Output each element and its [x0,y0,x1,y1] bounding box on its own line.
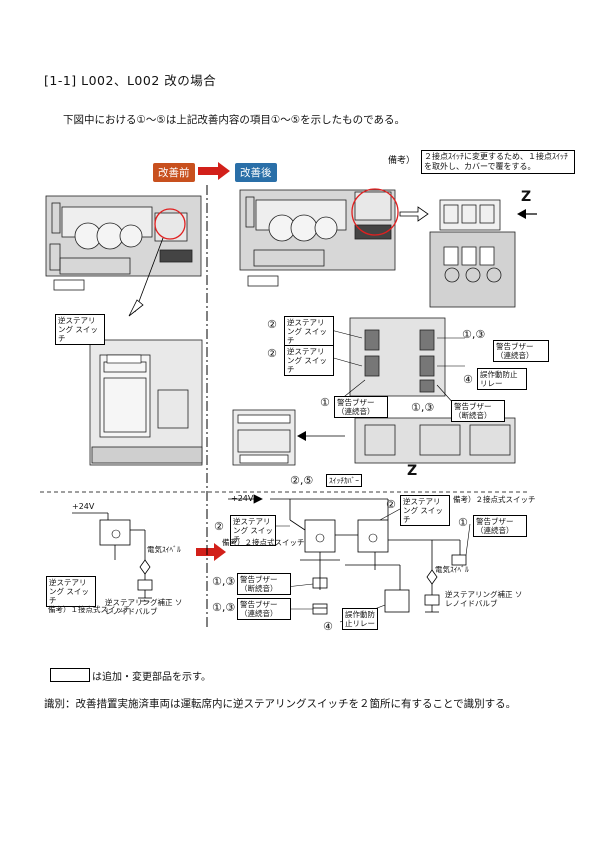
right-num-2b: ② [214,520,224,533]
relay-callout: 誤作動防止リレー [477,368,527,390]
page-title: [1-1] L002、L002 改の場合 [44,73,217,88]
right-elec-swivel-label: 電気ｽｲﾍﾞﾙ [435,565,469,574]
callout-num-2a: ② [267,318,277,331]
view-z-label: Z [521,189,532,205]
right-num-4: ④ [323,620,333,633]
callout-num-25: ②,⑤ [290,474,314,487]
right-relay-label: 誤作動防止リレー [342,608,378,630]
right-num-1: ① [458,516,468,529]
right-buzzer-cont-label: 警告ブザー（連続音） [473,515,527,537]
callout-num-4: ④ [463,373,473,386]
callout-num-13b: ①,③ [411,401,435,414]
reverse-switch-callout-b: 逆ステアリング スイッチ [284,345,334,376]
right-reverse-switch-label-2: 逆ステアリング スイッチ [230,515,276,546]
buzzer-continuous-callout: 警告ブザー（連続音） [493,340,549,362]
switch-cover-callout: ｽｲｯﾁｶﾊﾞｰ [326,474,362,487]
right-num-2a: ② [386,498,396,511]
legend-text: は追加・変更部品を示す。 [92,672,211,683]
right-v24-label: +24V [231,494,254,503]
biko-note: ２接点ｽｲｯﾁに変更するため、１接点ｽｲｯﾁを取外し、カバーで覆をする。 [421,150,575,174]
callout-num-2b: ② [267,347,277,360]
left-reverse-switch-label: 逆ステアリング スイッチ [46,576,96,607]
right-buzzer-int-label: 警告ブザー（断続音） [237,573,291,595]
callout-num-13a: ①,③ [462,328,486,341]
reverse-switch-callout-a: 逆ステアリング スイッチ [284,316,334,347]
left-biko-label: 備考）１接点式スイッチ [48,605,131,614]
right-solenoid-label: 逆ステアリング補正 ソレノイドバルブ [445,590,523,608]
right-biko2-label: 備考）２接点式スイッチ [453,495,536,504]
callout-num-1: ① [320,396,330,409]
left-v24-label: +24V [72,502,95,511]
footer-note: 識別：改善措置実施済車両は運転席内に逆ステアリングスイッチを２箇所に有することで… [44,698,517,710]
right-reverse-switch-label: 逆ステアリング スイッチ [400,495,450,526]
view-z-label-2: Z [407,463,418,479]
right-num-13b: ①,③ [212,601,236,614]
left-elec-swivel-label: 電気ｽｲﾍﾞﾙ [147,545,181,554]
right-biko-after-label: 備考）２接点式スイッチ [222,538,305,547]
reverse-switch-callout: 逆ステアリング スイッチ [55,314,105,345]
intro-text: 下図中における①～⑤は上記改善内容の項目①～⑤を示したものである。 [63,114,406,126]
buzzer-intermittent-callout: 警告ブザー（断続音） [451,400,505,422]
left-solenoid-label: 逆ステアリング補正 ソレノイドバルブ [105,598,183,616]
buzzer-continuous-callout-2: 警告ブザー（連続音） [334,396,388,418]
before-badge: 改善前 [153,163,195,182]
right-num-13a: ①,③ [212,575,236,588]
biko-label: 備考） [388,156,416,166]
legend-swatch [50,668,90,682]
right-buzzer-cont2-label: 警告ブザー（連続音） [237,598,291,620]
after-badge: 改善後 [235,163,277,182]
